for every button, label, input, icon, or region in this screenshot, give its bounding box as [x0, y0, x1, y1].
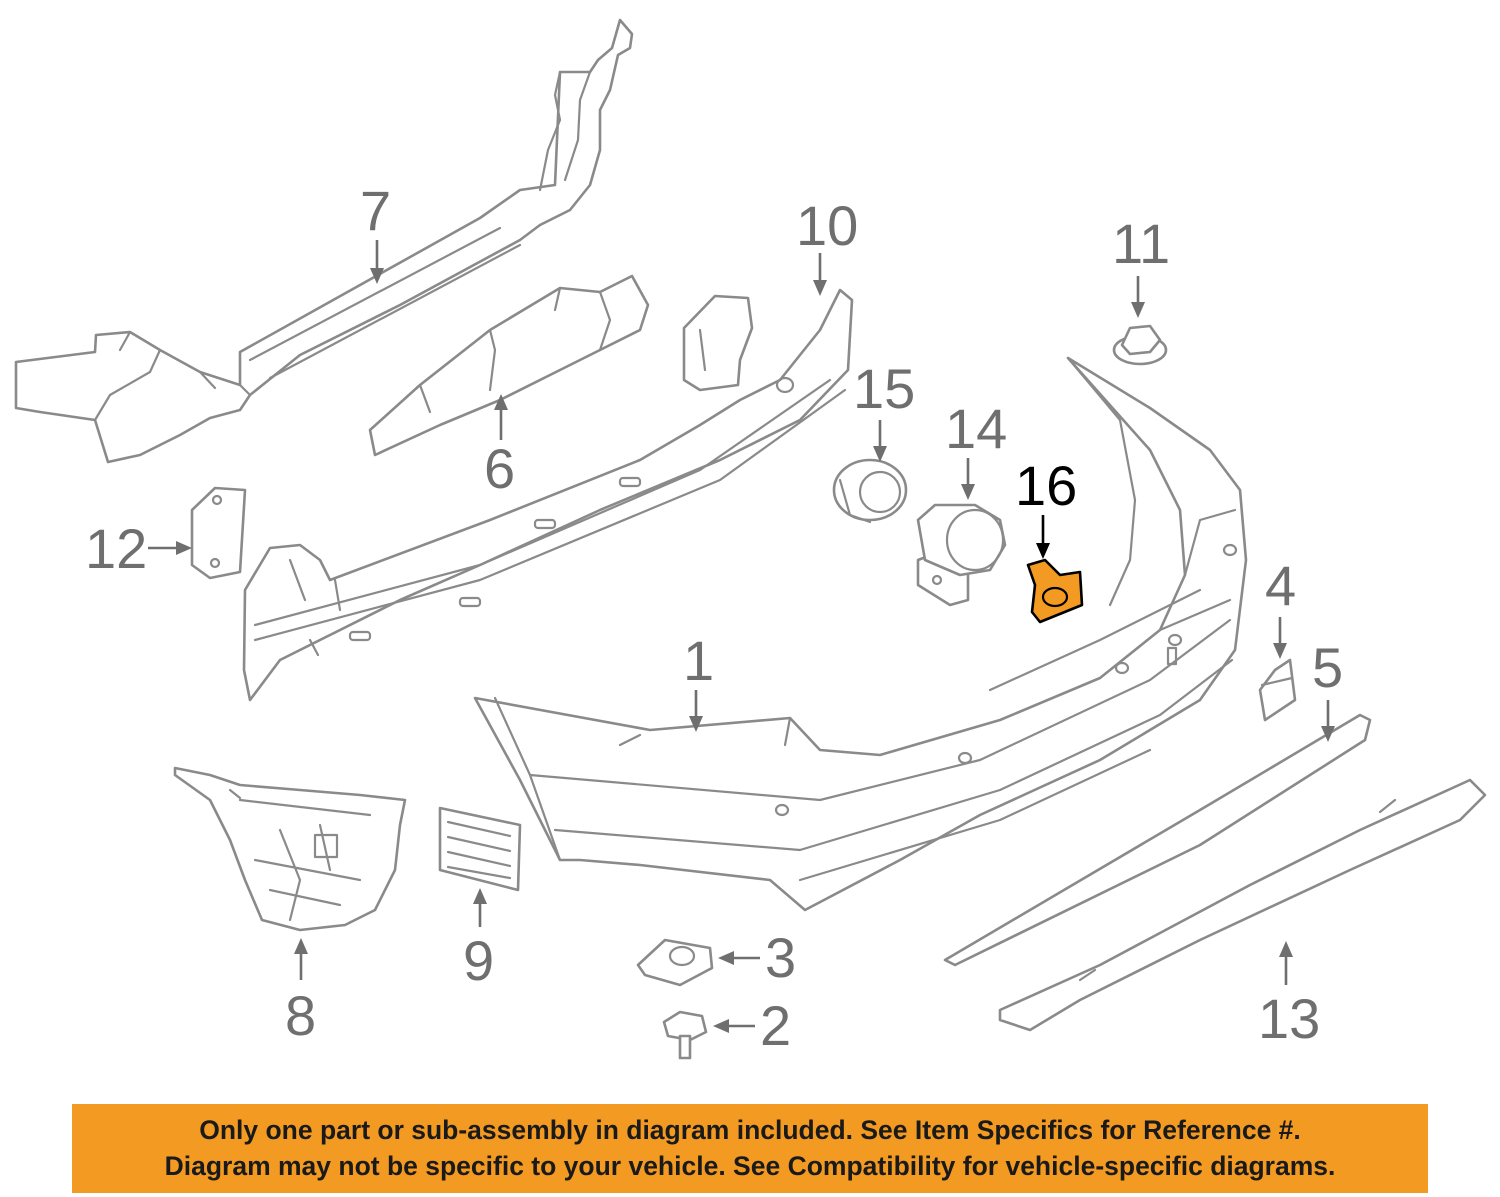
- callout-8: 8: [285, 938, 316, 1047]
- callout-15-label: 15: [853, 357, 915, 420]
- part-12-pad: [190, 486, 247, 580]
- callout-9: 9: [463, 888, 494, 992]
- callout-10-label: 10: [796, 194, 858, 257]
- callout-12: 12: [85, 517, 192, 580]
- callout-3: 3: [718, 926, 796, 989]
- callout-15: 15: [853, 357, 915, 462]
- part-5-trim-strip: [943, 713, 1372, 967]
- callout-3-label: 3: [765, 926, 796, 989]
- callout-6: 6: [484, 394, 515, 500]
- part-2-bolt: [662, 1010, 708, 1060]
- callout-7-label: 7: [360, 179, 391, 242]
- part-16-sensor-holder: [1026, 558, 1084, 624]
- part-11-nut: [1112, 324, 1168, 366]
- callout-13-label: 13: [1258, 987, 1320, 1050]
- callout-16-label: 16: [1015, 454, 1077, 517]
- part-14-sensor: [916, 503, 1007, 607]
- callout-7: 7: [360, 179, 391, 284]
- callout-14-label: 14: [945, 397, 1007, 460]
- disclaimer-line-2: Diagram may not be specific to your vehi…: [164, 1151, 1336, 1181]
- callout-11-label: 11: [1112, 212, 1170, 275]
- callout-16[interactable]: 16: [1015, 454, 1077, 559]
- callout-1: 1: [683, 629, 714, 732]
- part-15-grommet: [832, 458, 908, 524]
- part-6-bracket: [368, 274, 650, 457]
- callout-8-label: 8: [285, 984, 316, 1047]
- callout-5-label: 5: [1312, 636, 1343, 699]
- callout-4-label: 4: [1265, 554, 1296, 617]
- callout-4: 4: [1265, 554, 1296, 659]
- disclaimer-line-1: Only one part or sub-assembly in diagram…: [199, 1115, 1301, 1145]
- callout-6-label: 6: [484, 437, 515, 500]
- callout-12-label: 12: [85, 517, 147, 580]
- part-1-bumper-cover: [473, 356, 1248, 912]
- callout-1-label: 1: [683, 629, 714, 692]
- disclaimer-banner: Only one part or sub-assembly in diagram…: [72, 1104, 1428, 1193]
- callout-10: 10: [796, 194, 858, 296]
- part-9-grille: [438, 806, 522, 892]
- callout-13: 13: [1258, 941, 1320, 1050]
- part-13-lower-trim: [998, 778, 1487, 1032]
- callout-11: 11: [1112, 212, 1170, 318]
- part-10-reinforcement: [242, 288, 854, 702]
- callout-9-label: 9: [463, 929, 494, 992]
- callout-14: 14: [945, 397, 1007, 500]
- callout-2-label: 2: [760, 994, 791, 1057]
- callout-2: 2: [713, 994, 791, 1057]
- part-8-side-bracket: [173, 766, 407, 932]
- callout-5: 5: [1312, 636, 1343, 742]
- part-7-absorber: [14, 18, 634, 464]
- part-4-clip: [1258, 658, 1297, 722]
- part-3-clip-nut: [636, 938, 714, 987]
